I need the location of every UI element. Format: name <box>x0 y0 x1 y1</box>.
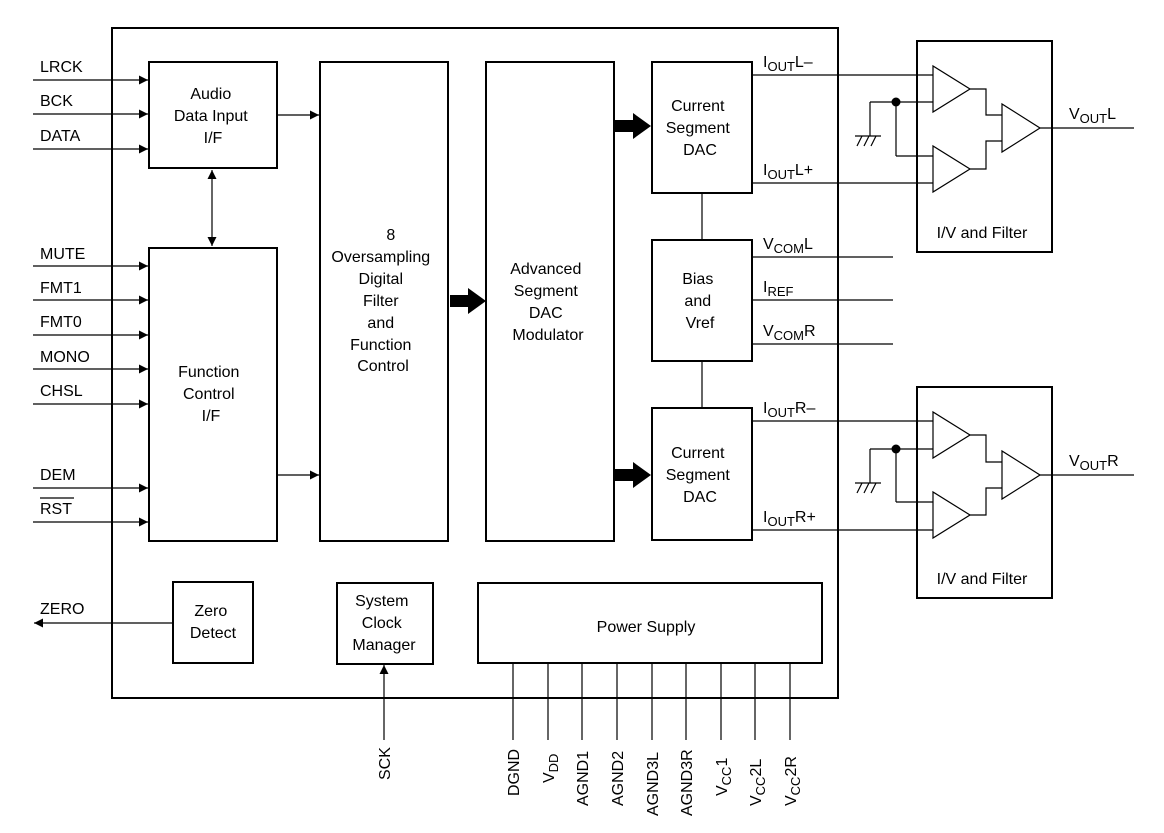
iv-l-amp-top <box>932 64 972 114</box>
function-control-block <box>148 247 278 542</box>
zero-label: ZERO <box>40 601 84 618</box>
system-clock-manager-block <box>336 582 434 665</box>
iv-l-wire-top <box>970 88 1002 116</box>
power-supply-label: Power Supply <box>597 619 696 636</box>
iv-l-gnd-hatch2 <box>863 135 870 147</box>
ioutl-minus-label: IOUTL– <box>763 54 813 74</box>
agnd1-label: AGND1 <box>575 751 592 806</box>
modulator-block-text: Advanced Segment DAC Modulator <box>510 261 586 344</box>
agnd3r-label: AGND3R <box>679 749 696 816</box>
dem-label: DEM <box>40 467 76 484</box>
agnd2-label: AGND2 <box>610 751 627 806</box>
iv-r-amp-out <box>1001 449 1042 501</box>
iv-r-wire-bottom <box>970 487 1002 516</box>
clock-block-text: System Clock Manager <box>352 593 416 654</box>
input-pins: LRCK BCK DATA MUTE FMT1 FMT0 MONO CHSL D… <box>33 59 172 628</box>
voutl-label: VOUTL <box>1069 106 1116 126</box>
voutr-label: VOUTR <box>1069 453 1119 473</box>
agnd3l-label: AGND3L <box>645 752 662 816</box>
bck-label: BCK <box>40 93 73 110</box>
iv-l-gnd-hatch3 <box>870 135 877 147</box>
chsl-label: CHSL <box>40 383 83 400</box>
iv-filter-r-label: I/V and Filter <box>937 571 1028 588</box>
vcc2l-label: VCC2L <box>748 759 768 806</box>
lrck-label: LRCK <box>40 59 83 76</box>
modulator-to-dac-l-bus <box>615 113 651 139</box>
filter-block-text: 8 Oversampling Digital Filter and Functi… <box>331 227 434 375</box>
vdd-label: VDD <box>541 754 561 783</box>
iv-r-gnd-hatch2 <box>863 482 870 494</box>
iv-r-gnd-hatch1 <box>856 482 863 494</box>
iv-filter-r-box <box>916 386 1053 599</box>
oversampling-filter-block <box>319 61 449 542</box>
bias-block-text: Bias and Vref <box>682 271 718 332</box>
fmt1-label: FMT1 <box>40 280 82 297</box>
rst-label: RST <box>40 501 72 518</box>
dac-r-text: Current Segment DAC <box>666 445 735 506</box>
iv-l-amp-bottom <box>932 144 972 194</box>
iv-l-node <box>891 97 901 107</box>
vcc2r-label: VCC2R <box>783 756 803 806</box>
iv-filter-r: VOUTR I/V and Filter <box>855 386 1134 599</box>
sck-label: SCK <box>377 747 394 780</box>
data-label: DATA <box>40 128 81 145</box>
iv-r-node <box>891 444 901 454</box>
power-supply-block <box>477 582 823 664</box>
dac-l-text: Current Segment DAC <box>666 98 735 159</box>
iv-l-amp-out <box>1001 102 1042 154</box>
function-block-text: Function Control I/F <box>178 364 244 425</box>
mono-label: MONO <box>40 349 90 366</box>
mute-label: MUTE <box>40 246 85 263</box>
dac-modulator-block <box>485 61 615 542</box>
dgnd-label: DGND <box>506 749 523 796</box>
iv-filter-l-label: I/V and Filter <box>937 225 1028 242</box>
ioutr-minus-label: IOUTR– <box>763 400 815 420</box>
fmt0-label: FMT0 <box>40 314 82 331</box>
vcc1-label: VCC1 <box>714 758 734 796</box>
iv-r-gnd-hatch3 <box>870 482 877 494</box>
vcoml-label: VCOML <box>763 236 813 256</box>
vcomr-label: VCOMR <box>763 323 816 343</box>
iv-r-wire-top <box>970 434 1002 463</box>
chip-outline <box>111 27 839 699</box>
filter-to-modulator-bus <box>450 288 486 314</box>
iref-label: IREF <box>763 279 794 299</box>
modulator-to-dac-r-bus <box>615 462 651 488</box>
iv-filter-l-box <box>916 40 1053 253</box>
iv-l-wire-bottom <box>970 140 1002 170</box>
iv-filter-l: VOUTL I/V and Filter <box>855 40 1134 253</box>
ioutr-plus-label: IOUTR+ <box>763 509 816 529</box>
iv-r-amp-bottom <box>932 490 972 540</box>
zero-detect-block <box>172 581 254 664</box>
zero-detect-text: Zero Detect <box>190 603 237 642</box>
ioutl-plus-label: IOUTL+ <box>763 162 813 182</box>
audio-block-text: Audio Data Input I/F <box>174 86 252 147</box>
iv-r-amp-top <box>932 410 972 460</box>
iv-l-gnd-hatch1 <box>856 135 863 147</box>
power-pins: DGND VDD AGND1 AGND2 AGND3L AGND3R VCC1 … <box>506 663 803 816</box>
